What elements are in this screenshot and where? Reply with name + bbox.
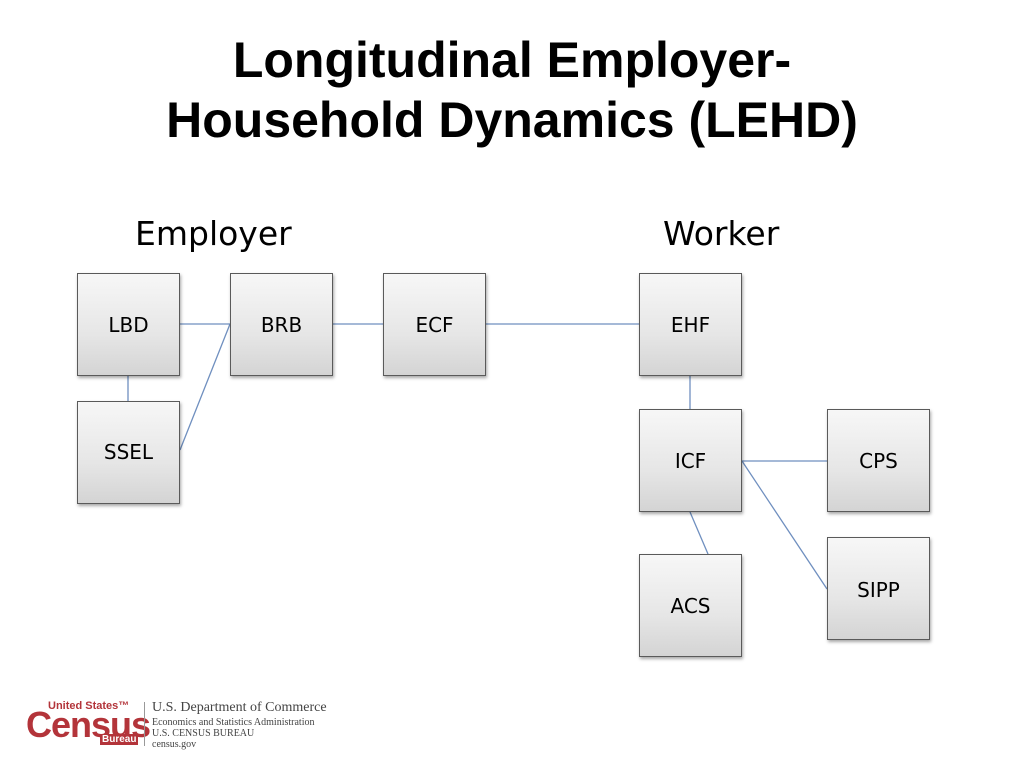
node-ecf: ECF bbox=[383, 273, 486, 376]
title-line-2: Household Dynamics (LEHD) bbox=[166, 92, 858, 148]
footer-line-1: Economics and Statistics Administration bbox=[152, 717, 315, 728]
footer-divider bbox=[144, 702, 145, 746]
node-brb: BRB bbox=[230, 273, 333, 376]
edge-icf-acs bbox=[689, 511, 709, 555]
node-ssel: SSEL bbox=[77, 401, 180, 504]
logo-united-states: United States™ bbox=[48, 700, 130, 712]
edge-icf-sipp bbox=[741, 460, 828, 590]
edge-ssel-brb bbox=[179, 323, 231, 451]
node-icf: ICF bbox=[639, 409, 742, 512]
slide-title: Longitudinal Employer- Household Dynamic… bbox=[0, 30, 1024, 150]
employer-label: Employer bbox=[135, 214, 292, 253]
title-line-1: Longitudinal Employer- bbox=[232, 32, 792, 88]
node-cps: CPS bbox=[827, 409, 930, 512]
node-ehf: EHF bbox=[639, 273, 742, 376]
footer-line-3: census.gov bbox=[152, 739, 197, 750]
footer-line-2: U.S. CENSUS BUREAU bbox=[152, 728, 255, 739]
node-sipp: SIPP bbox=[827, 537, 930, 640]
node-lbd: LBD bbox=[77, 273, 180, 376]
logo-bureau: Bureau bbox=[100, 734, 139, 745]
node-acs: ACS bbox=[639, 554, 742, 657]
worker-label: Worker bbox=[663, 214, 780, 253]
dept-name: U.S. Department of Commerce bbox=[152, 700, 327, 715]
